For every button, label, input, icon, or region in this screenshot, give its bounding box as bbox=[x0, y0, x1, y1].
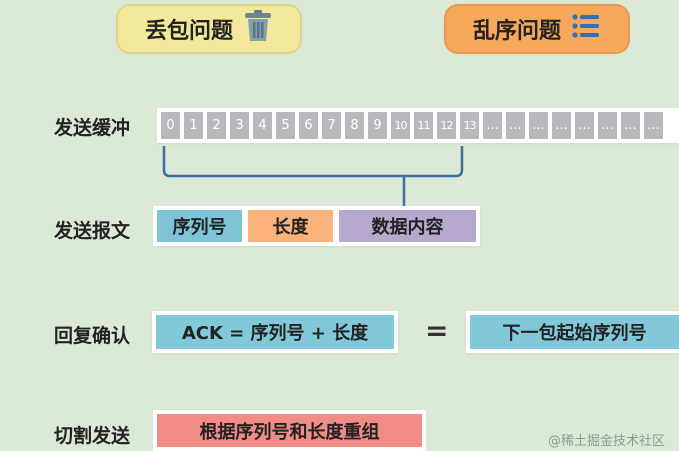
buffer-cell: ... bbox=[483, 112, 502, 139]
packet-loss-label: 丢包问题 bbox=[144, 19, 233, 44]
equals-sign: = bbox=[425, 314, 449, 347]
buffer-cell: ... bbox=[552, 112, 571, 139]
ack-formula: ACK = 序列号 + 长度 bbox=[156, 315, 394, 349]
out-of-order-label: 乱序问题 bbox=[472, 19, 561, 44]
watermark: @稀土掘金技术社区 bbox=[548, 434, 666, 449]
out-of-order-title: 乱序问题 bbox=[444, 4, 630, 54]
reassemble-box: 根据序列号和长度重组 bbox=[157, 414, 422, 447]
send-buffer: 0 1 2 3 4 5 6 7 8 9 10 11 12 13 ... ... … bbox=[157, 108, 679, 143]
buffer-cell: ... bbox=[506, 112, 525, 139]
message-row-label: 发送报文 bbox=[54, 220, 131, 242]
packet-loss-title: 丢包问题 bbox=[116, 4, 302, 54]
buffer-cell: 9 bbox=[368, 112, 387, 139]
buffer-cell: 7 bbox=[322, 112, 341, 139]
buffer-cell: ... bbox=[575, 112, 594, 139]
buffer-cell: 11 bbox=[414, 112, 433, 139]
data-field: 数据内容 bbox=[339, 210, 476, 242]
buffer-cell: ... bbox=[529, 112, 548, 139]
buffer-row-label: 发送缓冲 bbox=[54, 117, 131, 139]
list-icon bbox=[571, 13, 601, 45]
buffer-cell: ... bbox=[644, 112, 663, 139]
length-field: 长度 bbox=[248, 210, 333, 242]
buffer-cell: 5 bbox=[276, 112, 295, 139]
trash-can-icon bbox=[243, 9, 273, 49]
buffer-cell: 12 bbox=[437, 112, 456, 139]
buffer-cell: 10 bbox=[391, 112, 410, 139]
buffer-cell: 0 bbox=[161, 112, 180, 139]
buffer-cell: 3 bbox=[230, 112, 249, 139]
buffer-cell: 1 bbox=[184, 112, 203, 139]
buffer-cell: 6 bbox=[299, 112, 318, 139]
next-sequence-number: 下一包起始序列号 bbox=[470, 315, 679, 349]
split-row-label: 切割发送 bbox=[54, 425, 131, 447]
buffer-cell: ... bbox=[621, 112, 640, 139]
buffer-cell: 4 bbox=[253, 112, 272, 139]
sequence-field: 序列号 bbox=[157, 210, 242, 242]
buffer-cell: 8 bbox=[345, 112, 364, 139]
ack-row-label: 回复确认 bbox=[54, 325, 131, 347]
segment-bracket bbox=[162, 146, 464, 210]
buffer-cell: ... bbox=[598, 112, 617, 139]
buffer-cell: 13 bbox=[460, 112, 479, 139]
buffer-cell: 2 bbox=[207, 112, 226, 139]
